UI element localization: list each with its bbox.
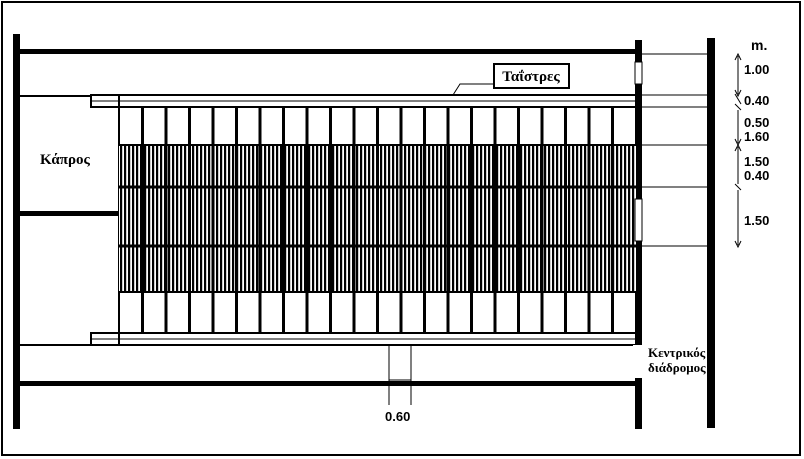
stall-partitions	[141, 107, 614, 333]
corridor-label-line2: διάδρομος	[648, 360, 706, 375]
dimension-value: 0.50	[744, 115, 769, 130]
dimension-arrows	[734, 52, 742, 249]
dimension-leaders	[642, 53, 707, 247]
dimension-value: 0.40	[744, 168, 769, 183]
feeder-label: Ταΐστρες	[502, 69, 560, 85]
door-middle	[634, 198, 643, 242]
stall-width-label: 0.60	[385, 409, 410, 424]
corridor-gap	[633, 345, 645, 378]
dimension-value: 1.60	[744, 129, 769, 144]
feeder-label-leader	[452, 83, 493, 96]
outer-corridor-wall	[707, 38, 715, 428]
bottom-beam	[13, 381, 641, 386]
door-top	[634, 61, 643, 85]
corridor-label-line1: Κεντρικός	[648, 345, 706, 360]
feeder-label-box	[493, 63, 570, 89]
dimension-value: 1.50	[744, 213, 769, 228]
unit-label: m.	[751, 37, 767, 53]
dimension-value: 0.40	[744, 93, 769, 108]
dimension-value: 1.50	[744, 154, 769, 169]
top-beam	[13, 49, 641, 54]
stall-width-callout	[388, 345, 412, 405]
left-wall	[13, 34, 20, 429]
dimension-value: 1.00	[744, 62, 769, 77]
boar-pen-divider	[16, 211, 119, 216]
boar-label: Κάπρος	[40, 152, 90, 168]
